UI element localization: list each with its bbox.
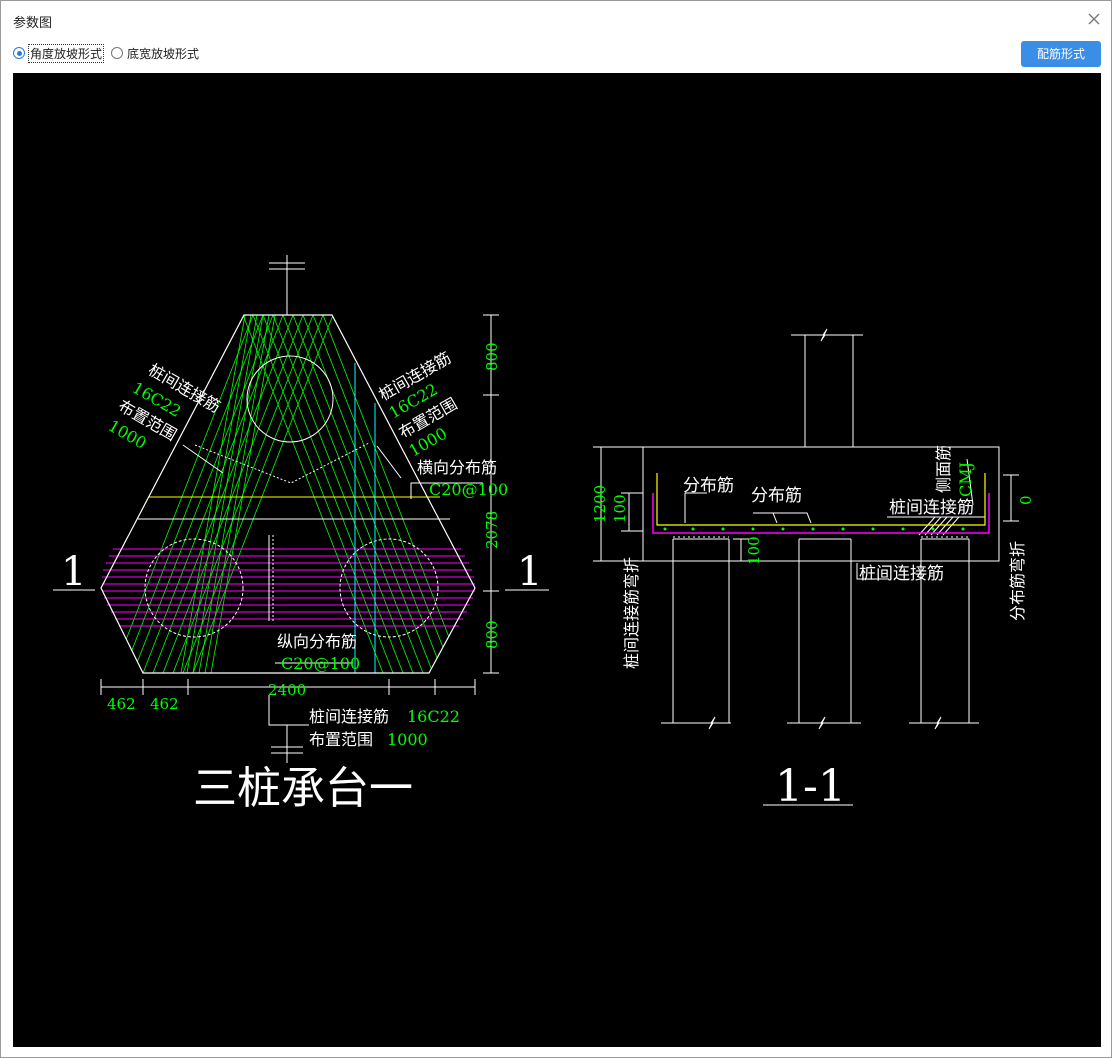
section-mark-right: 1: [517, 549, 542, 595]
section-mark-left: 1: [61, 549, 86, 595]
label-dist2: 分布筋: [751, 486, 802, 506]
label-dist1: 分布筋: [683, 476, 734, 496]
label-bot-spec: 16C22: [407, 707, 460, 726]
label-side: 侧面筋: [934, 445, 953, 493]
label-vert-dist: 纵向分布筋: [277, 632, 357, 651]
dim-left1: 462: [107, 695, 136, 713]
radio-angle-slope[interactable]: 角度放坡形式: [13, 43, 105, 63]
plan-title: 三桩承台一: [193, 763, 413, 814]
dim-width: 2400: [268, 681, 306, 699]
rebar-form-button[interactable]: 配筋形式: [1021, 41, 1101, 67]
section-title: 1-1: [775, 761, 846, 812]
section-rebars: [652, 473, 990, 538]
dim-0: 0: [1017, 495, 1035, 505]
radio-checked-icon: [13, 47, 25, 59]
dim-bottom: 800: [483, 620, 501, 649]
label-bot-range-val: 1000: [387, 730, 428, 749]
label-dist-bend: 分布筋弯折: [1008, 541, 1027, 621]
close-button[interactable]: [1085, 10, 1103, 28]
dim-100b: 100: [745, 536, 763, 565]
title-bar: 参数图: [1, 1, 1111, 39]
horizontal-band: [102, 548, 475, 627]
label-pile-bend: 桩间连接筋弯折: [622, 557, 641, 669]
plan-labels: 1 1 桩间连接筋 16C22 布置范围 1000 桩间连接筋: [61, 342, 542, 814]
cad-drawing-canvas: 1 1 桩间连接筋 16C22 布置范围 1000 桩间连接筋: [13, 73, 1101, 1047]
section-labels: 分布筋 分布筋 桩间连接筋 桩间连接筋 侧面筋 CMJ 桩间连接筋弯折 分布筋弯…: [591, 445, 1035, 812]
radio-width-slope-label: 底宽放坡形式: [127, 46, 200, 61]
label-pile-conn-bottom: 桩间连接筋: [859, 564, 944, 584]
label-pile-conn: 桩间连接筋: [889, 498, 974, 518]
label-bot-range: 布置范围: [309, 730, 373, 749]
dim-100a: 100: [611, 494, 629, 523]
label-horiz-dist: 横向分布筋: [417, 458, 497, 477]
label-side-spec: CMJ: [956, 462, 975, 497]
dim-top: 800: [483, 342, 501, 371]
radio-unchecked-icon: [111, 47, 123, 59]
cad-drawing: 1 1 桩间连接筋 16C22 布置范围 1000 桩间连接筋: [53, 255, 1035, 814]
radio-width-slope[interactable]: 底宽放坡形式: [111, 44, 199, 62]
dim-left2: 462: [150, 695, 179, 713]
pile-cap-plan: [53, 255, 549, 763]
dim-1200: 1200: [591, 485, 609, 523]
dim-height: 2078: [483, 511, 501, 549]
close-icon: [1088, 13, 1100, 25]
section-view: [593, 328, 1019, 806]
radio-angle-slope-label: 角度放坡形式: [27, 43, 105, 63]
window-title: 参数图: [13, 16, 53, 31]
label-horiz-spec: C20@100: [429, 480, 508, 499]
label-bot-rebar: 桩间连接筋: [309, 707, 389, 726]
options-toolbar: 角度放坡形式 底宽放坡形式 配筋形式: [1, 39, 1111, 73]
label-vert-spec: C20@100: [281, 654, 360, 673]
